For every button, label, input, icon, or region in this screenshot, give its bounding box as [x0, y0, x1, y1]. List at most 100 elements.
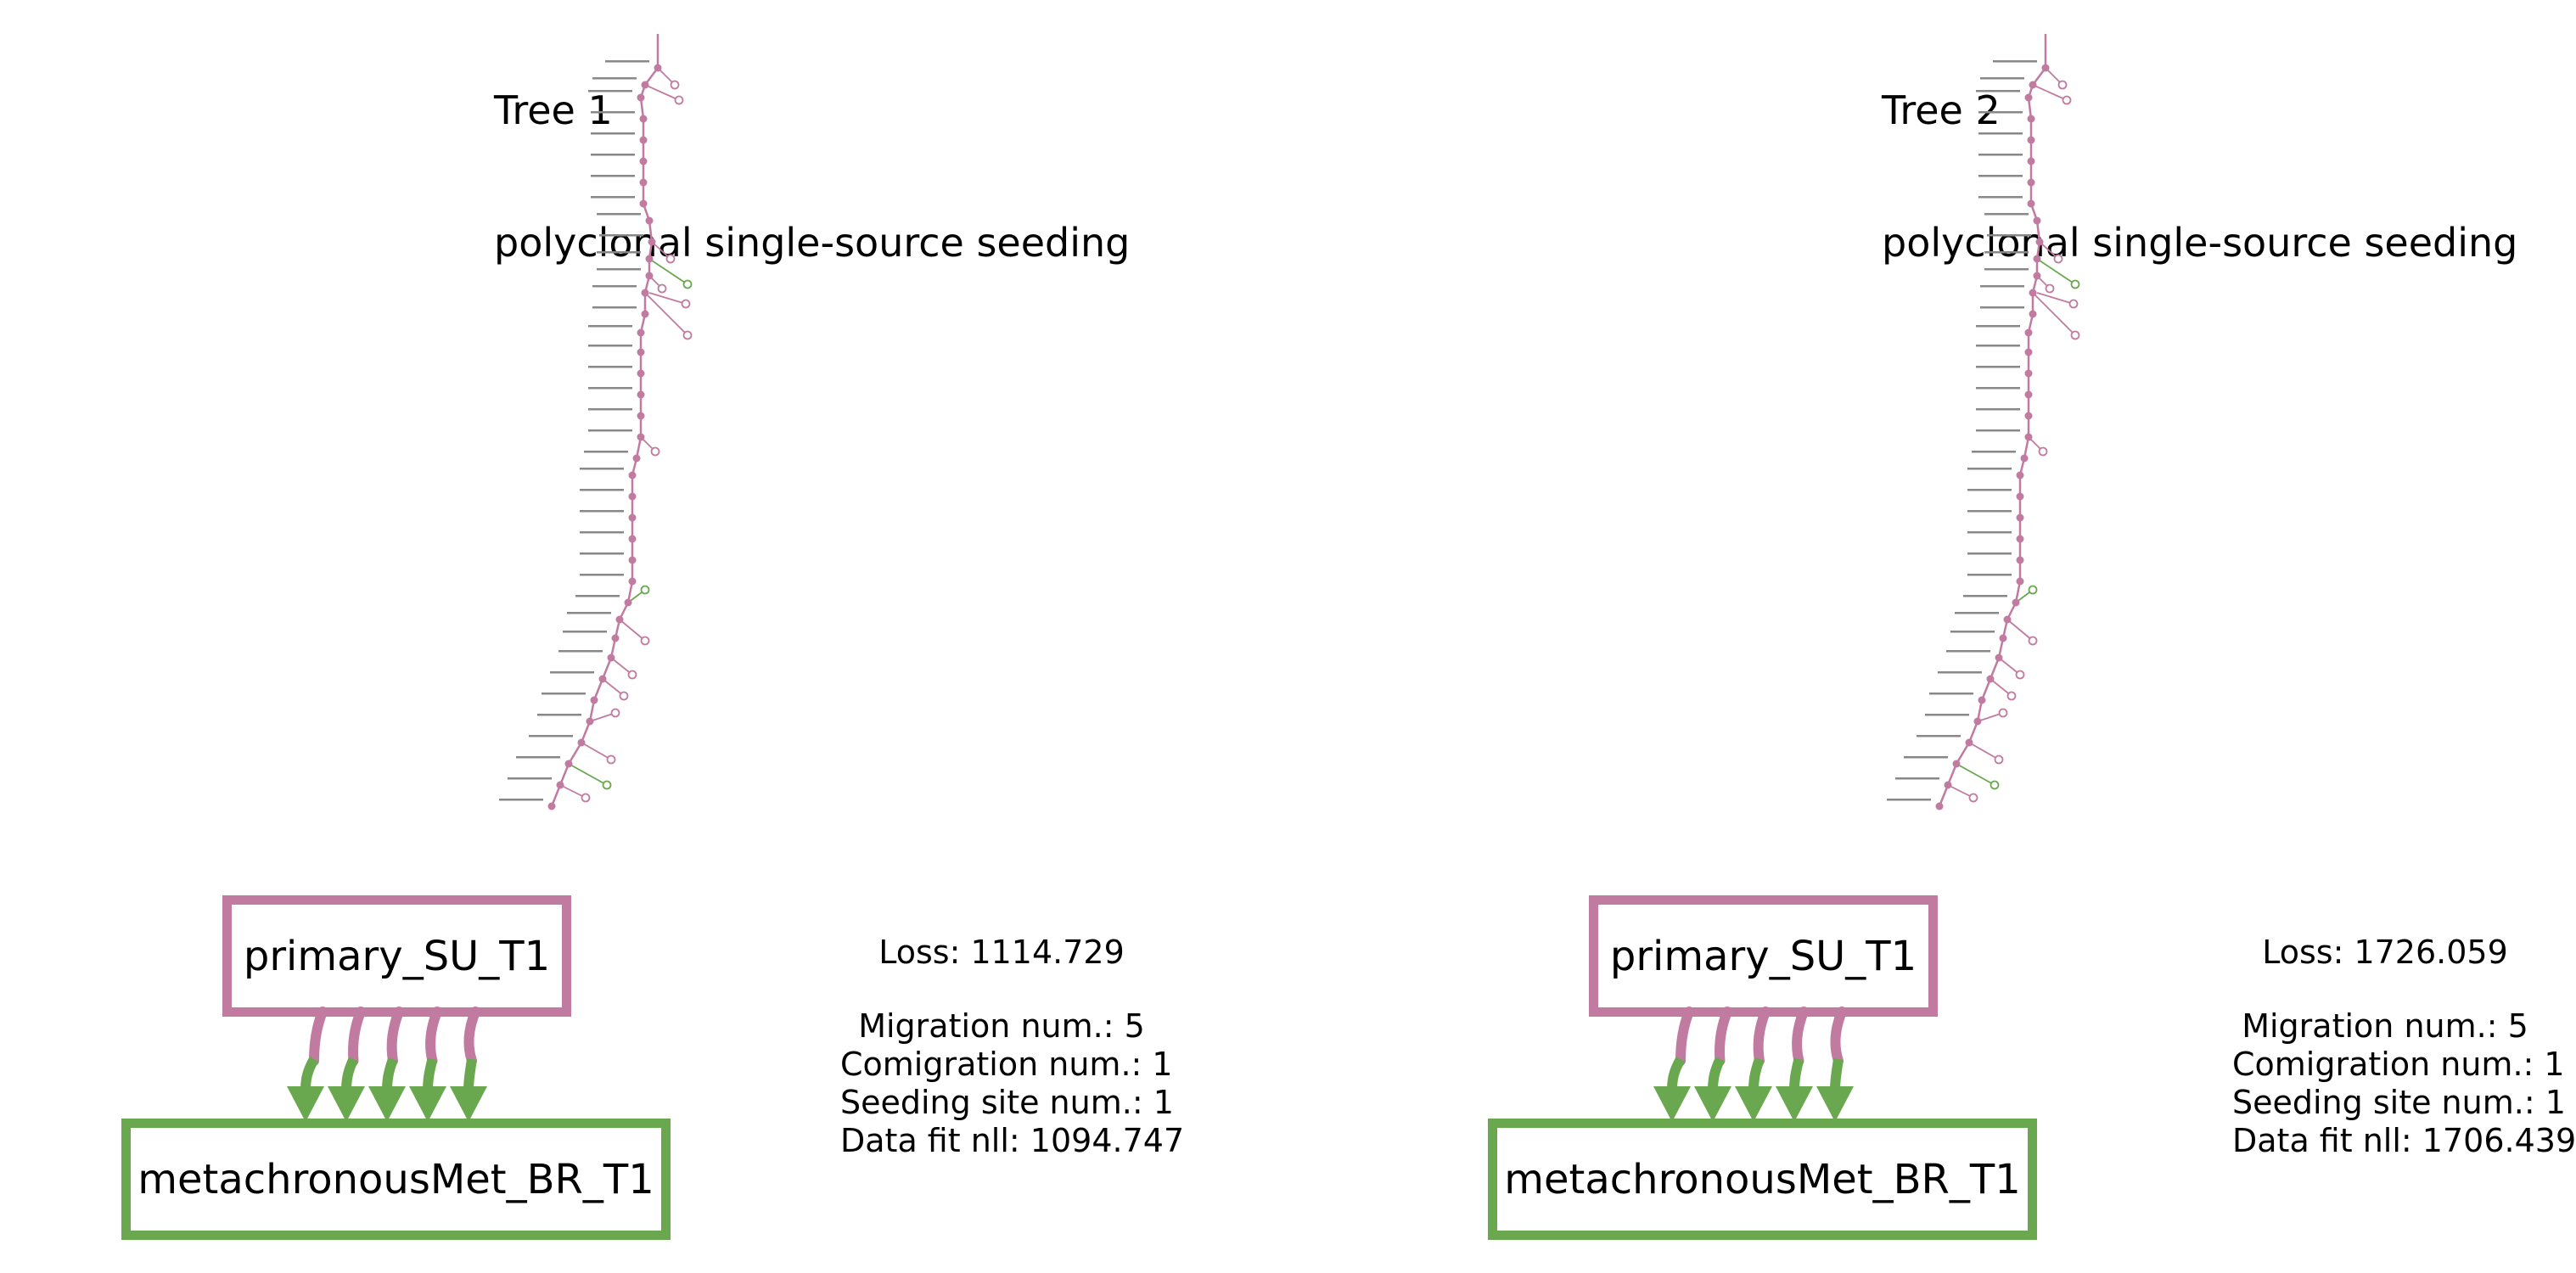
tree-trunk-edge — [550, 34, 659, 807]
tree-clone-node — [637, 93, 645, 102]
data-fit-nll: Data fit nll: 1706.439 — [2232, 1122, 2576, 1159]
tree-node-label-placeholder — [1976, 345, 2020, 347]
primary-site-node: primary_SU_T1 — [1589, 895, 1938, 1017]
tree-clone-node — [2041, 64, 2050, 72]
tree-node-label-placeholder — [1967, 489, 2012, 491]
tree-node-label-placeholder — [1950, 631, 1995, 633]
tree-leaf-node — [606, 754, 616, 765]
migration-arrow — [450, 1007, 487, 1122]
migration-arrow — [328, 1007, 366, 1122]
tree-clone-node — [637, 412, 645, 420]
seeding-pattern: polyclonal single-source seeding — [1882, 220, 2518, 266]
seeding-site-count: Seeding site num.: 1 — [840, 1084, 1174, 1121]
tree-clone-node — [639, 178, 648, 187]
tree-clone-node — [645, 272, 654, 280]
tree-clone-node — [628, 535, 637, 543]
tree-migration-edge — [644, 292, 688, 336]
primary-site-label: primary_SU_T1 — [243, 932, 551, 980]
tree-leaf-node — [2062, 95, 2072, 105]
tree-node-label-placeholder — [584, 451, 628, 453]
tree-node-label-placeholder — [1980, 306, 2024, 309]
tree-leaf-node — [2068, 299, 2079, 309]
tree-clone-node — [637, 348, 645, 356]
migration-arrow — [1735, 1007, 1772, 1122]
tree-leaf-node — [2038, 446, 2048, 457]
tree-leaf-node — [657, 283, 667, 294]
tree-clone-node — [2027, 178, 2035, 187]
tree-node-label-placeholder — [1978, 154, 2023, 156]
tree-migration-edge — [648, 258, 688, 285]
tree-migration-edge — [648, 292, 687, 305]
tree-clone-node — [637, 328, 645, 337]
tree-node-label-placeholder — [1984, 268, 2029, 271]
tree-clone-node — [637, 369, 645, 378]
tree-node-label-placeholder — [1993, 60, 2037, 63]
tree-panel-1: Tree 1 polyclonal single-source seeding … — [0, 0, 1273, 1273]
tree-migration-edge — [1956, 763, 1995, 786]
data-fit-nll: Data fit nll: 1094.747 — [840, 1122, 1185, 1159]
tree-leaf-node — [2015, 670, 2025, 680]
tree-node-label-placeholder — [1984, 251, 2029, 254]
tree-node-label-placeholder — [1963, 595, 2007, 597]
primary-site-label: primary_SU_T1 — [1609, 932, 1917, 980]
tree-node-label-placeholder — [588, 387, 632, 390]
tree-node-label-placeholder — [592, 285, 637, 288]
tree-clone-node — [628, 556, 637, 564]
tree-clone-node — [1965, 738, 1973, 747]
tree-node-label-placeholder — [1976, 90, 2020, 93]
tree-title: Tree 2 polyclonal single-source seeding — [1882, 0, 2517, 353]
tree-node-label-placeholder — [580, 574, 624, 576]
tree-node-label-placeholder — [592, 306, 637, 309]
tree-leaf-node — [1998, 708, 2008, 718]
tree-stats: Loss: 1726.059 Migration num.: 5 Comigra… — [2232, 934, 2576, 1160]
tree-clone-node — [641, 310, 649, 318]
tree-migration-edge — [2032, 84, 2068, 101]
tree-clone-node — [2033, 272, 2041, 280]
migration-arrow — [1653, 1007, 1694, 1122]
tree-node-label-placeholder — [597, 213, 641, 216]
tree-clone-node — [2024, 348, 2033, 356]
migration-arrows — [287, 1007, 487, 1122]
tree-node-label-placeholder — [1978, 132, 2023, 135]
tree-node-label-placeholder — [1967, 531, 2012, 534]
tree-node-label-placeholder — [1976, 429, 2020, 432]
tree-leaf-node — [2028, 636, 2038, 646]
tree-clone-node — [641, 81, 649, 89]
tree-node-label-placeholder — [1987, 234, 2031, 237]
tree-clone-node — [2016, 513, 2024, 522]
tree-leaf-node — [650, 446, 660, 457]
tree-leaf-node — [1990, 780, 2000, 790]
tree-clone-node — [624, 598, 632, 607]
tree-node-label-placeholder — [580, 552, 624, 555]
tree-clone-node — [2027, 157, 2035, 165]
tree-node-label-placeholder — [1955, 612, 1999, 614]
tree-leaf-node — [682, 330, 693, 340]
tree-title: Tree 1 polyclonal single-source seeding — [494, 0, 1130, 353]
tree-clone-node — [2024, 412, 2033, 420]
migration-count: Migration num.: 5 — [858, 1007, 1145, 1045]
tree-node-label-placeholder — [1887, 799, 1931, 801]
tree-clone-node — [2016, 535, 2024, 543]
tree-node-label-placeholder — [1904, 756, 1948, 759]
tree-node-label-placeholder — [1967, 510, 2012, 513]
tree-node-label-placeholder — [597, 251, 641, 254]
clone-tree — [1887, 34, 2080, 810]
tree-leaf-node — [581, 793, 591, 803]
tree-node-label-placeholder — [516, 756, 560, 759]
tree-leaf-node — [640, 585, 650, 595]
seeding-pattern: polyclonal single-source seeding — [494, 220, 1131, 266]
primary-site-node: primary_SU_T1 — [222, 895, 571, 1017]
tree-migration-edge — [644, 84, 680, 101]
tree-node-label-placeholder — [1980, 77, 2024, 80]
tree-leaf-node — [627, 670, 637, 680]
tree-clone-node — [556, 781, 564, 789]
tree-clone-node — [645, 216, 654, 225]
metastasis-site-label: metachronousMet_BR_T1 — [1504, 1155, 2021, 1203]
tree-clone-node — [632, 454, 641, 463]
tree-node-label-placeholder — [1925, 714, 1969, 716]
tree-node-label-placeholder — [588, 90, 632, 93]
tree-leaf-node — [2057, 80, 2068, 90]
tree-stats: Loss: 1114.729 Migration num.: 5 Comigra… — [840, 934, 1185, 1160]
tree-clone-node — [2024, 433, 2033, 441]
tree-clone-node — [598, 675, 607, 683]
